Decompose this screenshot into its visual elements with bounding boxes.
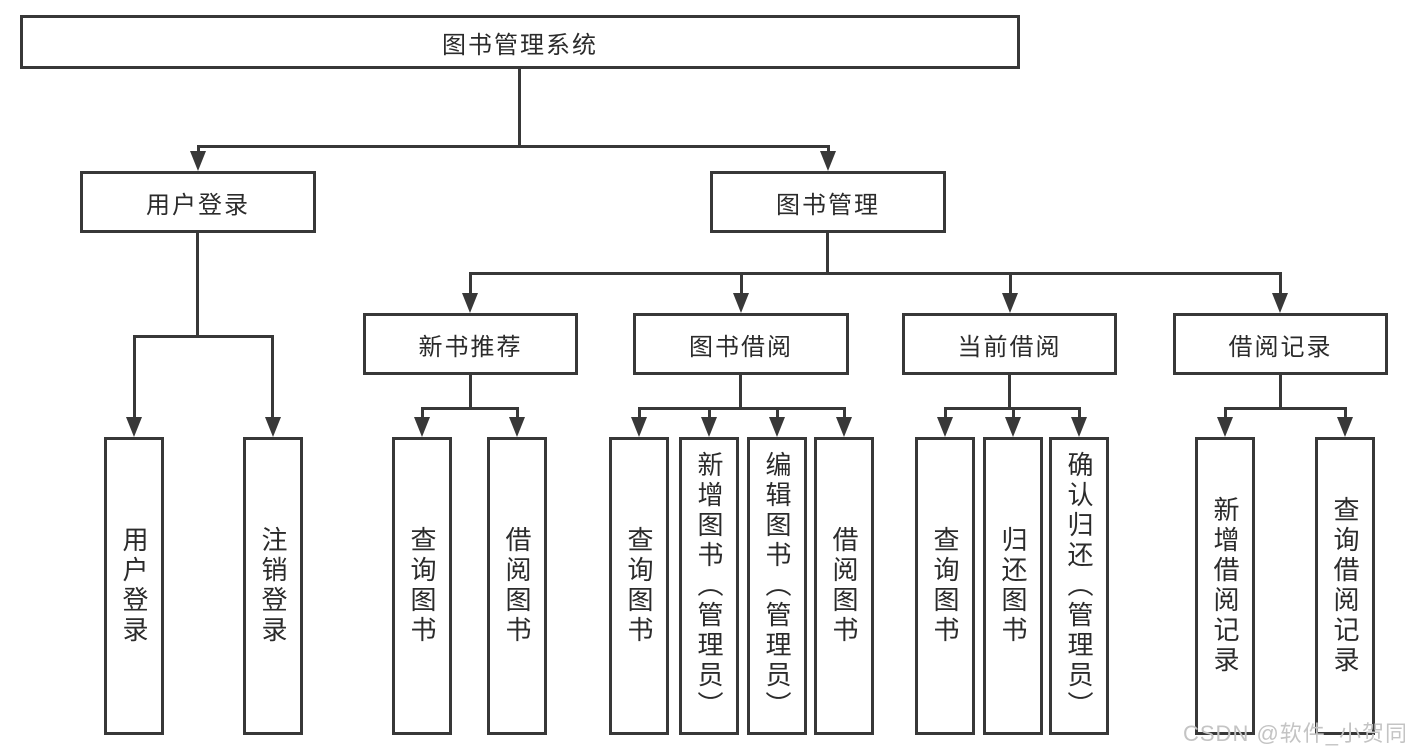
leaf-label: 注销登录 xyxy=(258,526,288,646)
leaf-logout: 注销登录 xyxy=(243,437,303,735)
leaf-query-books-borrow: 查询图书 xyxy=(609,437,669,735)
leaf-label: 查询图书 xyxy=(930,526,960,646)
leaf-label: 借阅图书 xyxy=(502,526,532,646)
arrowhead-down-icon xyxy=(733,293,749,313)
connector-stub xyxy=(1009,272,1012,297)
connector-stub xyxy=(197,145,200,155)
connector-stub xyxy=(1012,407,1015,419)
connector-userlogin-branch xyxy=(133,335,274,338)
leaf-borrow-books: 借阅图书 xyxy=(814,437,874,735)
arrowhead-down-icon xyxy=(820,151,836,171)
arrowhead-down-icon xyxy=(190,151,206,171)
leaf-query-books-recommend: 查询图书 xyxy=(392,437,452,735)
connector-stub xyxy=(776,407,779,419)
connector-borrowing-stem xyxy=(739,375,742,409)
node-new-book-recommend: 新书推荐 xyxy=(363,313,578,375)
arrowhead-down-icon xyxy=(937,417,953,437)
node-current-borrowing: 当前借阅 xyxy=(902,313,1117,375)
leaf-query-books-current: 查询图书 xyxy=(915,437,975,735)
connector-borrowing-branch xyxy=(638,407,845,410)
connector-stub xyxy=(271,335,274,419)
leaf-confirm-return-admin: 确认归还（管理员） xyxy=(1049,437,1109,735)
arrowhead-down-icon xyxy=(1071,417,1087,437)
connector-stub xyxy=(638,407,641,419)
leaf-label: 新增借阅记录 xyxy=(1210,496,1240,676)
leaf-query-borrow-record: 查询借阅记录 xyxy=(1315,437,1375,735)
arrowhead-down-icon xyxy=(509,417,525,437)
leaf-add-borrow-record: 新增借阅记录 xyxy=(1195,437,1255,735)
connector-bookmgmt-stem xyxy=(826,233,829,274)
connector-stub xyxy=(944,407,947,419)
leaf-label: 编辑图书（管理员） xyxy=(762,451,792,721)
leaf-label: 查询图书 xyxy=(407,526,437,646)
arrowhead-down-icon xyxy=(414,417,430,437)
connector-stub xyxy=(1344,407,1347,419)
connector-recommend-stem xyxy=(469,375,472,409)
arrowhead-down-icon xyxy=(1002,293,1018,313)
leaf-label: 查询图书 xyxy=(624,526,654,646)
connector-root-branch xyxy=(197,145,830,148)
arrowhead-down-icon xyxy=(126,417,142,437)
connector-stub xyxy=(1078,407,1081,419)
arrowhead-down-icon xyxy=(631,417,647,437)
arrowhead-down-icon xyxy=(1272,293,1288,313)
node-user-login: 用户登录 xyxy=(80,171,316,233)
csdn-watermark: CSDN @软件_小贺同学 xyxy=(1183,721,1405,746)
connector-recommend-branch xyxy=(421,407,518,410)
arrowhead-down-icon xyxy=(265,417,281,437)
connector-stub xyxy=(827,145,830,155)
leaf-label: 确认归还（管理员） xyxy=(1064,451,1094,721)
leaf-return-books: 归还图书 xyxy=(983,437,1043,735)
arrowhead-down-icon xyxy=(701,417,717,437)
arrowhead-down-icon xyxy=(1005,417,1021,437)
leaf-borrow-books-recommend: 借阅图书 xyxy=(487,437,547,735)
leaf-user-login: 用户登录 xyxy=(104,437,164,735)
connector-records-branch xyxy=(1224,407,1346,410)
leaf-label: 归还图书 xyxy=(998,526,1028,646)
connector-stub xyxy=(740,272,743,297)
leaf-add-books-admin: 新增图书（管理员） xyxy=(679,437,739,735)
connector-stub xyxy=(516,407,519,419)
connector-stub xyxy=(843,407,846,419)
connector-stub xyxy=(708,407,711,419)
leaf-label: 借阅图书 xyxy=(829,526,859,646)
arrowhead-down-icon xyxy=(462,293,478,313)
connector-stub xyxy=(1224,407,1227,419)
node-book-borrowing: 图书借阅 xyxy=(633,313,849,375)
leaf-label: 新增图书（管理员） xyxy=(694,451,724,721)
connector-root-stem xyxy=(518,68,521,146)
connector-stub xyxy=(469,272,472,297)
connector-stub xyxy=(133,335,136,419)
leaf-edit-books-admin: 编辑图书（管理员） xyxy=(747,437,807,735)
connector-records-stem xyxy=(1279,375,1282,409)
node-root-library-system: 图书管理系统 xyxy=(20,15,1020,69)
arrowhead-down-icon xyxy=(836,417,852,437)
leaf-label: 用户登录 xyxy=(119,526,149,646)
arrowhead-down-icon xyxy=(1337,417,1353,437)
connector-stub xyxy=(1279,272,1282,297)
connector-userlogin-stem xyxy=(196,233,199,336)
leaf-label: 查询借阅记录 xyxy=(1330,496,1360,676)
connector-stub xyxy=(421,407,424,419)
node-borrowing-records: 借阅记录 xyxy=(1173,313,1388,375)
connector-current-stem xyxy=(1008,375,1011,409)
arrowhead-down-icon xyxy=(1217,417,1233,437)
node-book-management: 图书管理 xyxy=(710,171,946,233)
connector-bookmgmt-branch xyxy=(469,272,1282,275)
arrowhead-down-icon xyxy=(769,417,785,437)
